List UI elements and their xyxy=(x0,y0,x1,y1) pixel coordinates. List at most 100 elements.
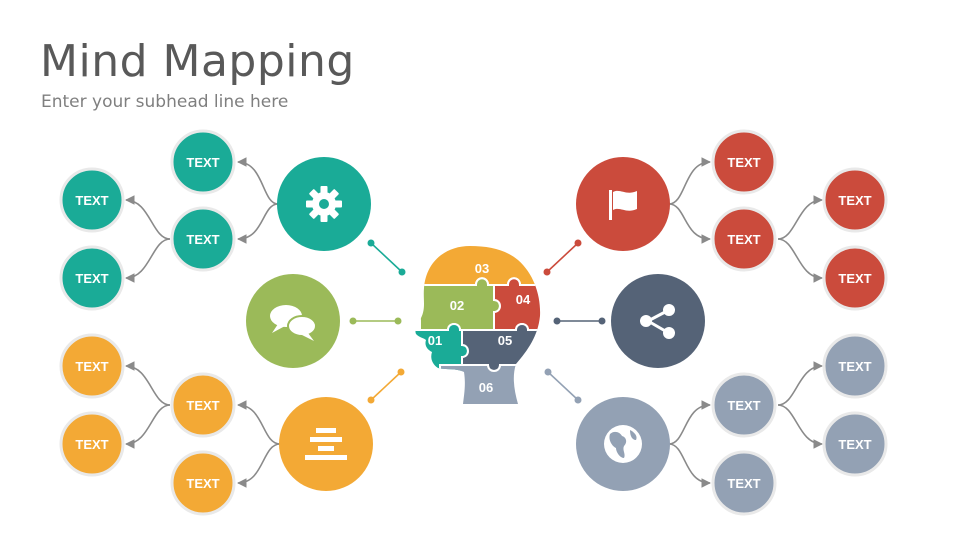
puzzle-label-03: 03 xyxy=(475,261,489,276)
head-puzzle: 03 02 04 01 05 06 xyxy=(415,246,541,404)
link-dot xyxy=(544,368,552,376)
link-line-stack xyxy=(370,371,402,401)
hub-links xyxy=(349,239,606,404)
text-node-circle xyxy=(170,206,236,272)
text-node-label: TEXT xyxy=(727,155,760,170)
text-node-label: TEXT xyxy=(838,359,871,374)
connector-arrow xyxy=(668,443,711,488)
connector-arrow xyxy=(125,361,171,406)
hub-gear[interactable] xyxy=(277,157,371,251)
text-node-stack[interactable]: TEXT xyxy=(59,411,125,477)
link-dot xyxy=(398,268,406,276)
text-node-gear[interactable]: TEXT xyxy=(59,167,125,233)
connector-arrow xyxy=(125,195,171,240)
text-node-circle xyxy=(711,206,777,272)
text-node-label: TEXT xyxy=(186,476,219,491)
link-dot xyxy=(543,268,551,276)
text-node-circle xyxy=(711,372,777,438)
text-node-circle xyxy=(711,450,777,516)
text-node-globe[interactable]: TEXT xyxy=(822,411,888,477)
connector-arrow xyxy=(777,404,823,449)
connector-arrow xyxy=(777,238,823,283)
hub-share[interactable] xyxy=(611,274,705,368)
text-node-circle xyxy=(59,167,125,233)
connector-arrow xyxy=(237,157,279,205)
connector-arrow xyxy=(237,400,281,445)
text-node-gear[interactable]: TEXT xyxy=(59,245,125,311)
link-line-flag xyxy=(546,242,579,273)
connector-arrow xyxy=(125,404,171,449)
puzzle-label-01: 01 xyxy=(428,333,442,348)
text-node-gear[interactable]: TEXT xyxy=(170,129,236,195)
connector-arrow xyxy=(125,238,171,283)
link-dot xyxy=(397,368,405,376)
text-node-label: TEXT xyxy=(186,232,219,247)
hub-circle xyxy=(611,274,705,368)
connector-arrow xyxy=(777,195,823,240)
gear-icon xyxy=(306,186,342,222)
connector-arrow xyxy=(668,157,711,205)
text-node-stack[interactable]: TEXT xyxy=(59,333,125,399)
text-node-label: TEXT xyxy=(838,193,871,208)
text-node-label: TEXT xyxy=(727,232,760,247)
share-icon xyxy=(640,304,675,339)
link-dot xyxy=(574,396,582,404)
link-dot xyxy=(349,317,357,325)
text-node-label: TEXT xyxy=(727,398,760,413)
connector-arrow xyxy=(668,203,711,244)
link-dot xyxy=(367,396,375,404)
puzzle-label-05: 05 xyxy=(498,333,512,348)
text-node-circle xyxy=(59,333,125,399)
text-node-flag[interactable]: TEXT xyxy=(822,167,888,233)
connector-arrow xyxy=(777,361,823,406)
text-node-label: TEXT xyxy=(727,476,760,491)
puzzle-label-06: 06 xyxy=(479,380,493,395)
connector-arrow xyxy=(668,400,711,445)
globe-icon xyxy=(604,425,642,463)
text-node-globe[interactable]: TEXT xyxy=(711,450,777,516)
hub-flag[interactable] xyxy=(576,157,670,251)
text-node-flag[interactable]: TEXT xyxy=(822,245,888,311)
link-dot xyxy=(553,317,561,325)
text-node-circle xyxy=(170,129,236,195)
link-line-globe xyxy=(547,371,579,401)
text-node-label: TEXT xyxy=(75,437,108,452)
link-dot xyxy=(598,317,606,325)
hub-chat[interactable] xyxy=(246,274,340,368)
flag-icon xyxy=(609,190,637,220)
hub-circle xyxy=(279,397,373,491)
text-node-flag[interactable]: TEXT xyxy=(711,206,777,272)
hub-stack[interactable] xyxy=(279,397,373,491)
hub-globe[interactable] xyxy=(576,397,670,491)
text-node-circle xyxy=(170,450,236,516)
text-node-circle xyxy=(822,167,888,233)
stacked-bars-icon xyxy=(305,428,347,460)
text-node-stack[interactable]: TEXT xyxy=(170,450,236,516)
link-dot xyxy=(367,239,375,247)
text-node-circle xyxy=(170,372,236,438)
link-dot xyxy=(574,239,582,247)
link-line-gear xyxy=(370,242,403,273)
text-node-circle xyxy=(822,245,888,311)
text-node-circle xyxy=(822,333,888,399)
text-node-globe[interactable]: TEXT xyxy=(822,333,888,399)
text-node-stack[interactable]: TEXT xyxy=(170,372,236,438)
branch-connectors xyxy=(125,157,823,488)
page-title: Mind Mapping xyxy=(40,36,355,87)
text-node-circle xyxy=(711,129,777,195)
connector-arrow xyxy=(237,443,281,488)
page-subtitle: Enter your subhead line here xyxy=(41,92,289,112)
text-node-circle xyxy=(822,411,888,477)
text-node-label: TEXT xyxy=(838,271,871,286)
text-node-gear[interactable]: TEXT xyxy=(170,206,236,272)
puzzle-label-02: 02 xyxy=(450,298,464,313)
puzzle-label-04: 04 xyxy=(516,292,531,307)
connector-arrow xyxy=(237,203,279,244)
text-node-label: TEXT xyxy=(186,155,219,170)
text-node-label: TEXT xyxy=(75,271,108,286)
link-dot xyxy=(394,317,402,325)
text-node-label: TEXT xyxy=(75,359,108,374)
text-node-globe[interactable]: TEXT xyxy=(711,372,777,438)
text-node-flag[interactable]: TEXT xyxy=(711,129,777,195)
text-node-circle xyxy=(59,245,125,311)
